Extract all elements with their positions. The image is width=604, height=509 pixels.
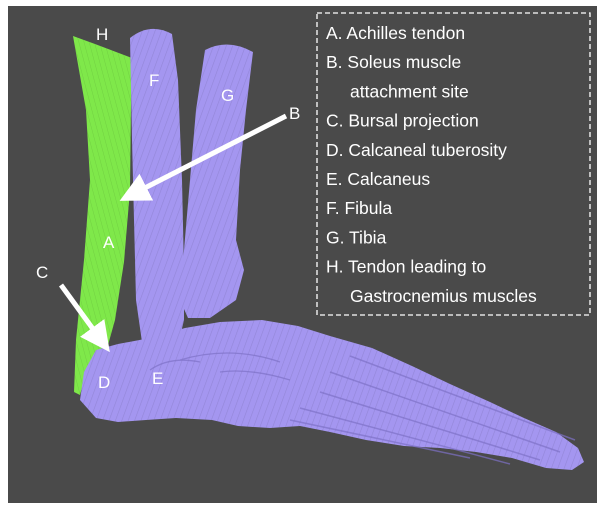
legend-item-6: F. Fibula [326,198,392,218]
legend-item-5: E. Calcaneus [326,169,430,189]
label-h: H [96,25,108,44]
legend-item-8: H. Tendon leading to [326,257,486,277]
legend-item-8-continued: Gastrocnemius muscles [350,286,537,306]
legend-item-1: A. Achilles tendon [326,23,465,43]
legend-item-7: G. Tibia [326,227,387,247]
label-c: C [36,263,48,282]
label-d: D [98,373,110,392]
legend-item-2-continued: attachment site [350,81,469,101]
label-e: E [152,369,163,388]
legend-item-2: B. Soleus muscle [326,52,461,72]
legend-item-3: C. Bursal projection [326,111,479,131]
label-b: B [289,104,300,123]
legend-item-4: D. Calcaneal tuberosity [326,140,507,160]
label-f: F [149,71,159,90]
label-g: G [221,86,234,105]
label-a: A [103,233,115,252]
